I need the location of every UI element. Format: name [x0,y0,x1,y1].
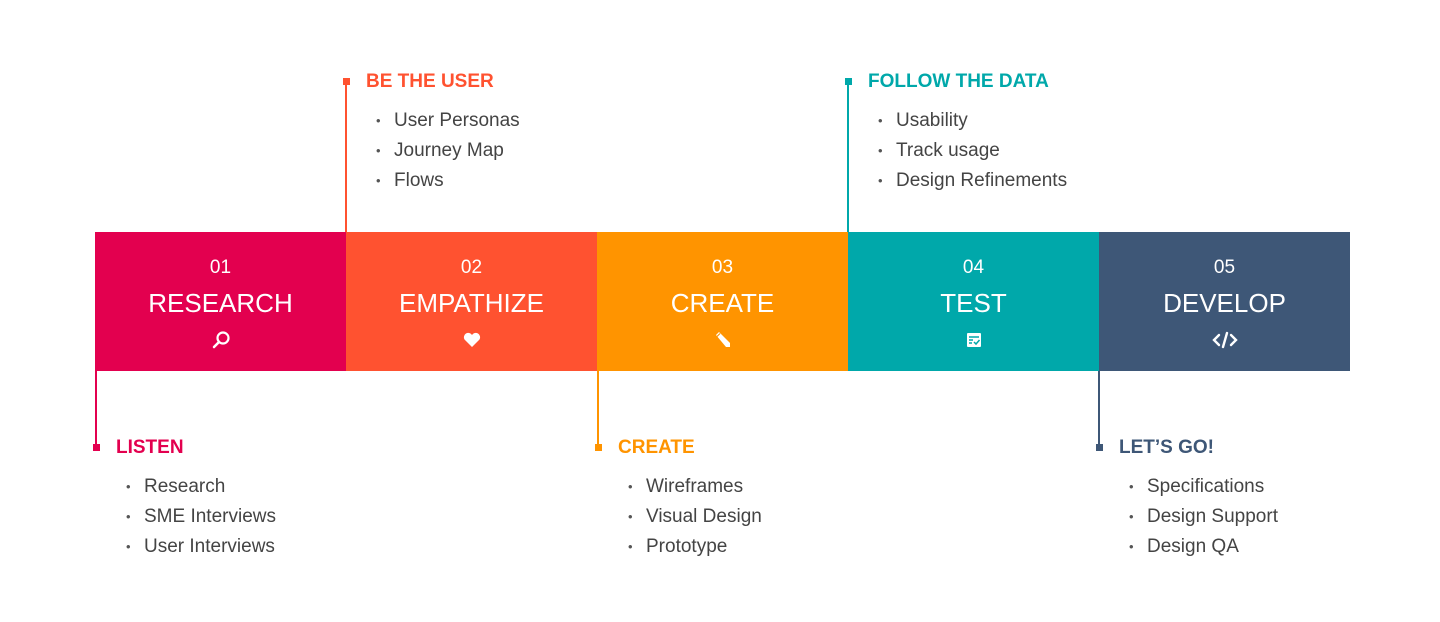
list-item: Usability [878,106,1067,136]
callout-list: UsabilityTrack usageDesign Refinements [878,106,1067,196]
connector-marker [1096,444,1103,451]
heart-icon [346,330,597,352]
phase-number: 04 [962,257,985,278]
list-item: SME Interviews [126,502,276,532]
phase-name: EMPATHIZE [399,288,544,318]
search-icon [95,330,346,352]
callout-list: WireframesVisual DesignPrototype [628,472,762,562]
phase-name: DEVELOP [1163,288,1286,318]
phase-name: TEST [940,288,1007,318]
list-item: Flows [376,166,520,196]
list-item: Specifications [1129,472,1278,502]
code-icon [1099,330,1350,352]
phase-name: CREATE [670,288,775,318]
connector-line [1098,371,1100,447]
list-item: Track usage [878,136,1067,166]
list-item: Visual Design [628,502,762,532]
connector-line [597,371,599,447]
list-item: User Personas [376,106,520,136]
list-item: Prototype [628,532,762,562]
callout-list: User PersonasJourney MapFlows [376,106,520,196]
checklist-icon [848,330,1099,352]
connector-marker [93,444,100,451]
callout-list: ResearchSME InterviewsUser Interviews [126,472,276,562]
connector-line [95,371,97,447]
list-item: Design QA [1129,532,1278,562]
connector-marker [343,78,350,85]
phase-number: 03 [711,257,734,278]
phase-number: 05 [1213,257,1236,278]
list-item: Design Support [1129,502,1278,532]
callout-title: LISTEN [116,437,184,458]
list-item: Research [126,472,276,502]
list-item: Journey Map [376,136,520,166]
connector-marker [595,444,602,451]
connector-marker [845,78,852,85]
list-item: Design Refinements [878,166,1067,196]
pencil-icon [597,330,848,352]
callout-title: FOLLOW THE DATA [868,71,1049,92]
phase-name: RESEARCH [148,288,293,318]
connector-line [345,81,347,232]
connector-line [847,81,849,232]
phase-number: 01 [209,257,232,278]
callout-title: LET’S GO! [1119,437,1214,458]
list-item: User Interviews [126,532,276,562]
callout-list: SpecificationsDesign SupportDesign QA [1129,472,1278,562]
callout-title: CREATE [618,437,695,458]
phase-number: 02 [460,257,483,278]
callout-title: BE THE USER [366,71,494,92]
list-item: Wireframes [628,472,762,502]
